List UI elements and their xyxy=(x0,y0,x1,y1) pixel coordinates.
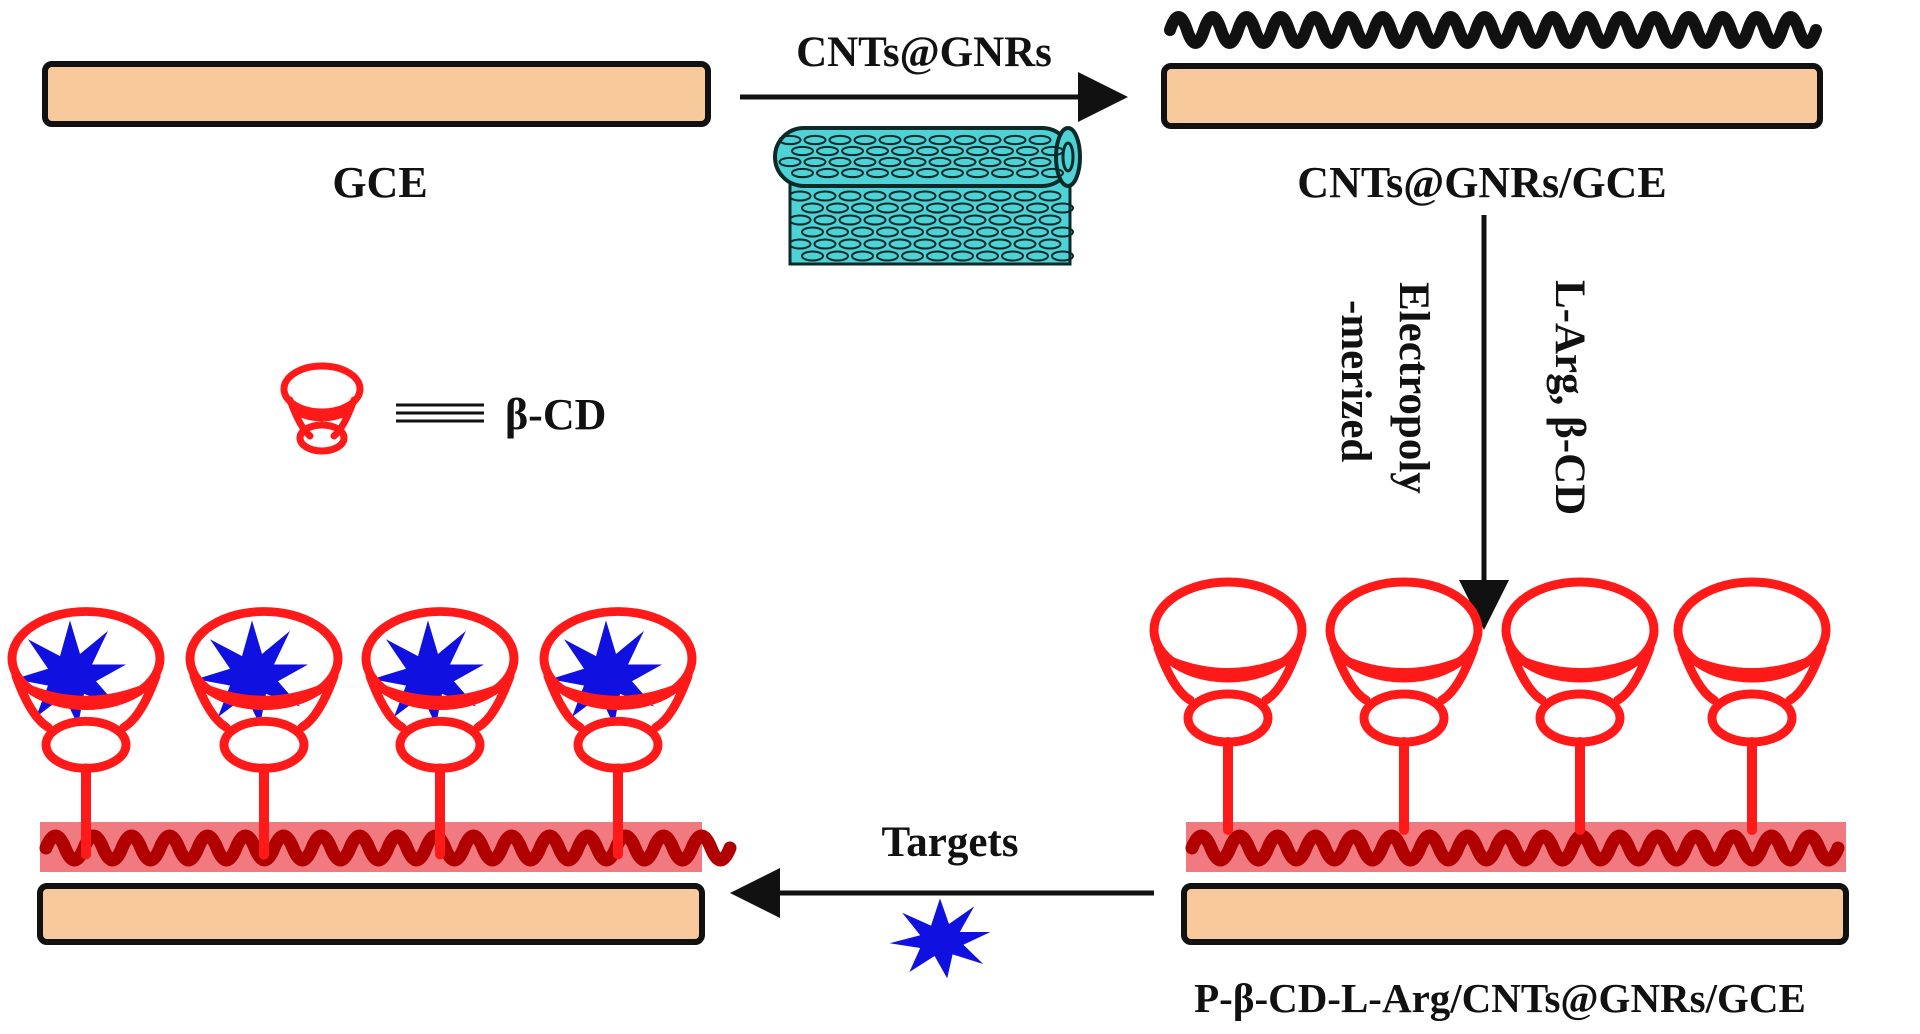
step2-method-label-line2: -merized xyxy=(1332,300,1379,462)
final-electrode-label: P-β-CD-L-Arg/CNTs@GNRs/GCE xyxy=(1194,975,1806,1021)
beta-cyclodextrin-cone xyxy=(366,612,514,855)
step2-method-label-line1: Electropoly xyxy=(1390,282,1437,494)
modified-electrode xyxy=(1154,582,1849,945)
legend-beta-cd-label: β-CD xyxy=(505,390,606,439)
beta-cyclodextrin-cone xyxy=(1330,582,1478,830)
cnt-gnr-nanotube-icon xyxy=(773,126,1082,266)
cnts-gnrs-gce-electrode xyxy=(1161,11,1823,129)
cnts-gnrs-gce-label: CNTs@GNRs/GCE xyxy=(1297,158,1666,207)
beta-cyclodextrin-cone xyxy=(1154,582,1302,830)
beta-cyclodextrin-cone xyxy=(544,612,692,855)
bare-gce-electrode xyxy=(42,61,711,127)
step1-reagent-label: CNTs@GNRs xyxy=(796,29,1052,76)
step3-reagent-label: Targets xyxy=(882,819,1019,866)
beta-cyclodextrin-cone xyxy=(1506,582,1654,830)
target-bound-electrode xyxy=(12,612,737,945)
beta-cyclodextrin-icon xyxy=(280,362,364,455)
step2-reagent-label: L-Arg, β-CD xyxy=(1546,280,1593,515)
equivalence-symbol xyxy=(396,403,484,423)
beta-cyclodextrin-cone xyxy=(1678,582,1826,830)
gce-label: GCE xyxy=(332,158,427,207)
target-molecule-star-icon xyxy=(889,898,991,979)
beta-cyclodextrin-cone xyxy=(190,612,338,855)
